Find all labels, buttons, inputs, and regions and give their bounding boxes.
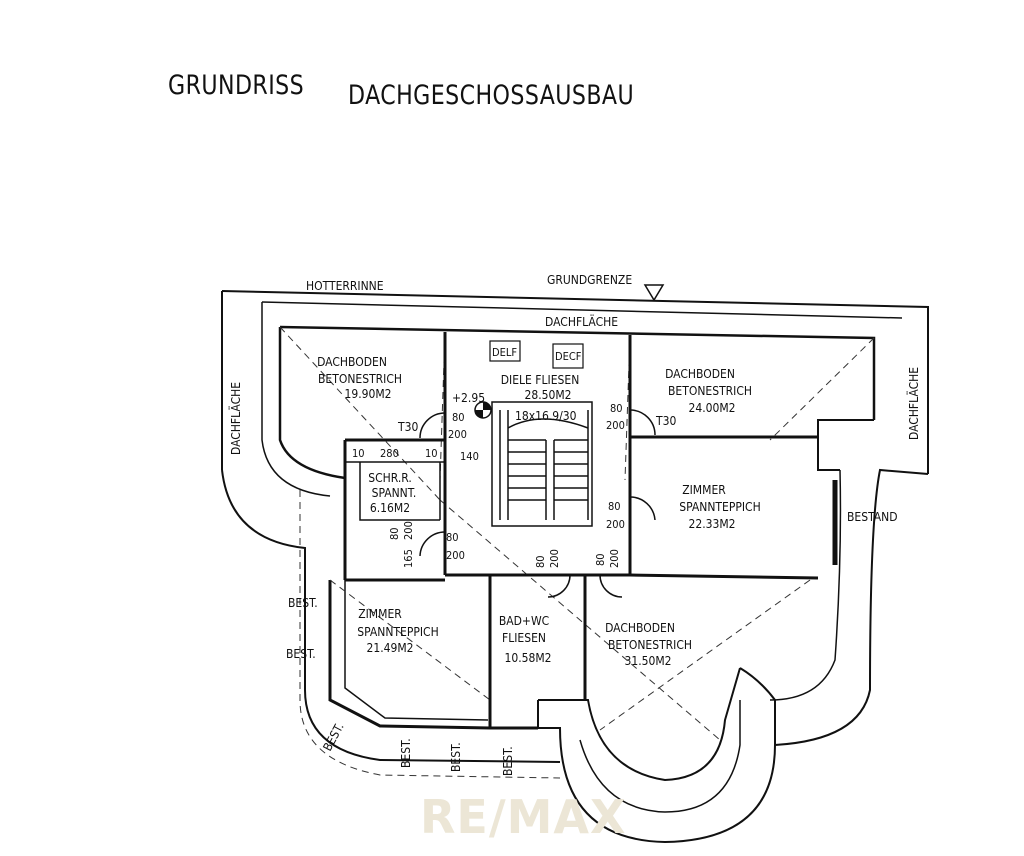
label-best-6: BEST.	[501, 746, 515, 776]
label-skylight-2: DECF	[555, 350, 582, 363]
svg-text:DACHBODEN: DACHBODEN	[605, 621, 675, 635]
label-bestand: BESTAND	[847, 510, 898, 524]
watermark-logo: RE/MAX	[420, 790, 627, 844]
dim-80-d: 80	[446, 531, 459, 544]
label-best-4: BEST.	[399, 738, 413, 768]
dim-200-g: 200	[402, 521, 415, 540]
dim-165: 165	[402, 549, 415, 568]
dim-80-f: 80	[594, 553, 607, 566]
label-best-5: BEST.	[449, 742, 463, 772]
dim-80-b: 80	[610, 402, 623, 415]
svg-text:BETONESTRICH: BETONESTRICH	[668, 384, 752, 398]
door-swings	[419, 409, 656, 598]
boundary-marker-icon	[643, 284, 665, 302]
svg-text:SCHR.R.: SCHR.R.	[368, 471, 412, 485]
dim-200-b: 200	[606, 419, 625, 432]
room-bad-wc: BAD+WC FLIESEN 10.58M2	[499, 614, 552, 665]
dim-80-g: 80	[388, 527, 401, 540]
svg-text:FLIESEN: FLIESEN	[502, 631, 546, 645]
room-zimmer-e: ZIMMER SPANNTEPPICH 22.33M2	[679, 483, 760, 531]
label-t30-left: T30	[397, 420, 418, 434]
dim-80-e: 80	[534, 555, 547, 568]
label-best-2: BEST.	[286, 647, 316, 661]
svg-text:10.58M2: 10.58M2	[504, 651, 551, 665]
svg-text:DACHBODEN: DACHBODEN	[317, 355, 387, 369]
svg-text:ZIMMER: ZIMMER	[358, 607, 402, 621]
dim-280: 280	[380, 447, 399, 460]
dim-200-d: 200	[446, 549, 465, 562]
dim-80-a: 80	[452, 411, 465, 424]
room-dachboden-nw: DACHBODEN BETONESTRICH 19.90M2	[317, 355, 402, 401]
room-diele: DIELE FLIESEN 28.50M2	[501, 373, 580, 402]
label-level: +2.95	[452, 391, 485, 405]
room-zimmer-sw: ZIMMER SPANNTEPPICH 21.49M2	[357, 607, 438, 655]
skylights	[489, 340, 584, 369]
room-dachboden-ne: DACHBODEN BETONESTRICH 24.00M2	[665, 367, 752, 415]
svg-text:31.50M2: 31.50M2	[624, 654, 671, 668]
room-dachboden-se: DACHBODEN BETONESTRICH 31.50M2	[605, 621, 692, 668]
label-best-1: BEST.	[288, 596, 318, 610]
plan-title-grundriss: GRUNDRISS	[168, 70, 305, 101]
svg-text:BETONESTRICH: BETONESTRICH	[608, 638, 692, 652]
label-skylight-1: DELF	[492, 346, 517, 359]
svg-text:24.00M2: 24.00M2	[688, 401, 735, 415]
dim-10-b: 10	[425, 447, 438, 460]
svg-text:SPANNT.: SPANNT.	[372, 486, 417, 500]
svg-text:6.16M2: 6.16M2	[370, 501, 410, 515]
level-marker-icon	[474, 401, 492, 419]
staircase	[491, 401, 593, 527]
svg-text:BAD+WC: BAD+WC	[499, 614, 549, 628]
svg-text:22.33M2: 22.33M2	[688, 517, 735, 531]
svg-text:SPANNTEPPICH: SPANNTEPPICH	[679, 500, 760, 514]
dim-80-c: 80	[608, 500, 621, 513]
label-stair: 18x16.9/30	[515, 409, 577, 423]
plan-title-dachgeschoss: DACHGESCHOSSAUSBAU	[348, 80, 635, 111]
label-t30-right: T30	[655, 414, 676, 428]
label-dachflaeche-right: DACHFLÄCHE	[906, 367, 921, 440]
svg-text:SPANNTEPPICH: SPANNTEPPICH	[357, 625, 438, 639]
svg-text:ZIMMER: ZIMMER	[682, 483, 726, 497]
label-dachflaeche-top: DACHFLÄCHE	[545, 314, 618, 329]
outer-walls	[221, 290, 929, 844]
dim-140: 140	[460, 450, 479, 463]
dim-10-a: 10	[352, 447, 365, 460]
interior-walls	[343, 332, 838, 728]
label-grundgrenze: GRUNDGRENZE	[547, 273, 632, 287]
svg-text:21.49M2: 21.49M2	[366, 641, 413, 655]
dim-200-a: 200	[448, 428, 467, 441]
dim-200-c: 200	[606, 518, 625, 531]
svg-text:19.90M2: 19.90M2	[344, 387, 391, 401]
dim-200-e: 200	[548, 549, 561, 568]
label-hotterrinne: HOTTERRINNE	[306, 279, 384, 293]
label-dachflaeche-left: DACHFLÄCHE	[228, 382, 243, 455]
svg-text:DACHBODEN: DACHBODEN	[665, 367, 735, 381]
svg-text:BETONESTRICH: BETONESTRICH	[318, 372, 402, 386]
svg-text:28.50M2: 28.50M2	[524, 388, 571, 402]
svg-text:DIELE FLIESEN: DIELE FLIESEN	[501, 373, 580, 387]
dim-200-f: 200	[608, 549, 621, 568]
room-schrankraum: SCHR.R. SPANNT. 6.16M2	[368, 471, 416, 515]
